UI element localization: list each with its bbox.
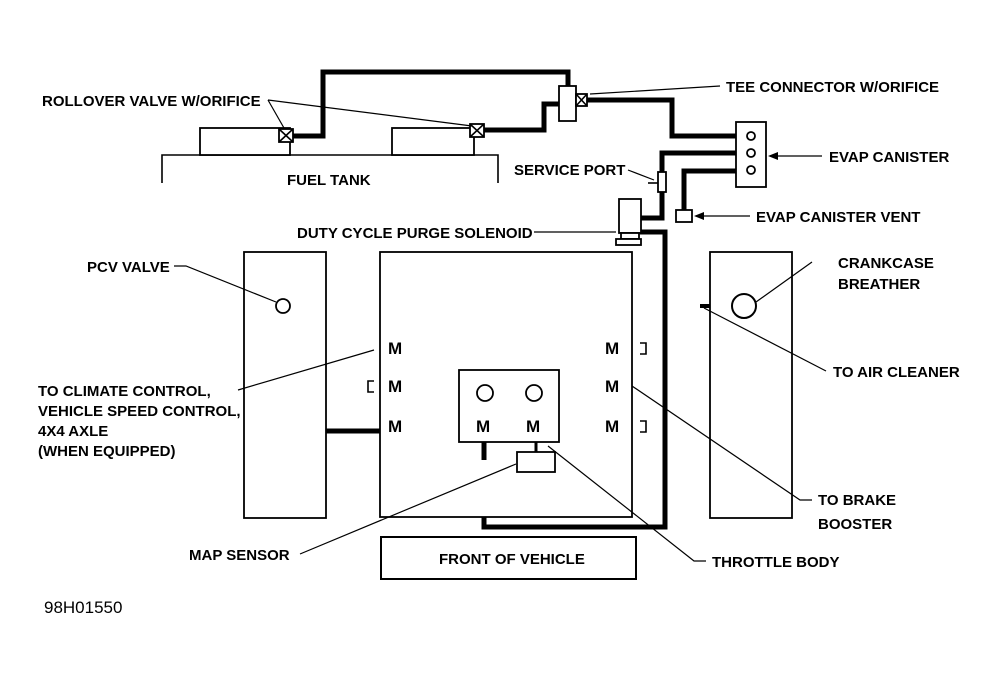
climate-control-label-line-4: (WHEN EQUIPPED) — [38, 443, 176, 460]
tee-connector — [558, 85, 588, 122]
manifold-port: M — [388, 417, 402, 436]
brake-booster-label-line-1: TO BRAKE — [818, 492, 896, 509]
evap-canister-vent-label: EVAP CANISTER VENT — [756, 209, 920, 226]
fuel-tank: FUEL TANK — [161, 127, 499, 189]
vacuum-hoses — [280, 69, 744, 530]
duty-cycle-purge-solenoid — [615, 198, 642, 246]
service-port — [648, 171, 667, 193]
port-caps — [367, 342, 647, 433]
throttle-body — [458, 369, 560, 443]
pcv-valve-label: PCV VALVE — [87, 259, 170, 276]
brake-booster-label-line-2: BOOSTER — [818, 516, 892, 533]
left-block — [243, 251, 327, 519]
leader-lines — [174, 85, 827, 562]
manifold-port: M — [388, 377, 402, 396]
throttle-body-label: THROTTLE BODY — [712, 554, 840, 571]
fuel-tank-label: FUEL TANK — [287, 172, 371, 189]
purge-solenoid-label: DUTY CYCLE PURGE SOLENOID — [297, 225, 533, 242]
rollover-valve-2 — [469, 123, 485, 138]
manifold-port: M — [526, 417, 540, 436]
service-port-label: SERVICE PORT — [514, 162, 625, 179]
crankcase-breather — [731, 293, 757, 319]
manifold-port: M — [476, 417, 490, 436]
right-block — [709, 251, 793, 519]
manifold-port: M — [605, 377, 619, 396]
manifold-port: M — [605, 417, 619, 436]
front-of-vehicle-label: FRONT OF VEHICLE — [439, 551, 585, 568]
manifold-port: M — [605, 339, 619, 358]
air-cleaner-label: TO AIR CLEANER — [833, 364, 960, 381]
climate-control-label-line-3: 4X4 AXLE — [38, 423, 108, 440]
front-of-vehicle-box — [380, 536, 637, 580]
figure-id-label: 98H01550 — [44, 598, 122, 617]
manifold-port: M — [388, 339, 402, 358]
map-sensor — [516, 451, 556, 473]
crankcase-breather-label-line-2: BREATHER — [838, 276, 920, 293]
rollover-valve-label: ROLLOVER VALVE W/ORIFICE — [42, 93, 261, 110]
evap-canister — [735, 121, 767, 188]
tee-connector-label: TEE CONNECTOR W/ORIFICE — [726, 79, 939, 96]
evap-canister-label: EVAP CANISTER — [829, 149, 949, 166]
pcv-valve — [275, 298, 291, 314]
climate-control-label-line-1: TO CLIMATE CONTROL, — [38, 383, 211, 400]
climate-control-label-line-2: VEHICLE SPEED CONTROL, — [38, 403, 241, 420]
crankcase-breather-label-line-1: CRANKCASE — [838, 255, 934, 272]
rollover-valve-1 — [278, 128, 294, 143]
map-sensor-label: MAP SENSOR — [189, 547, 290, 564]
evap-canister-vent — [675, 209, 693, 223]
manifold-ports: M M M M M M M M — [388, 339, 619, 436]
